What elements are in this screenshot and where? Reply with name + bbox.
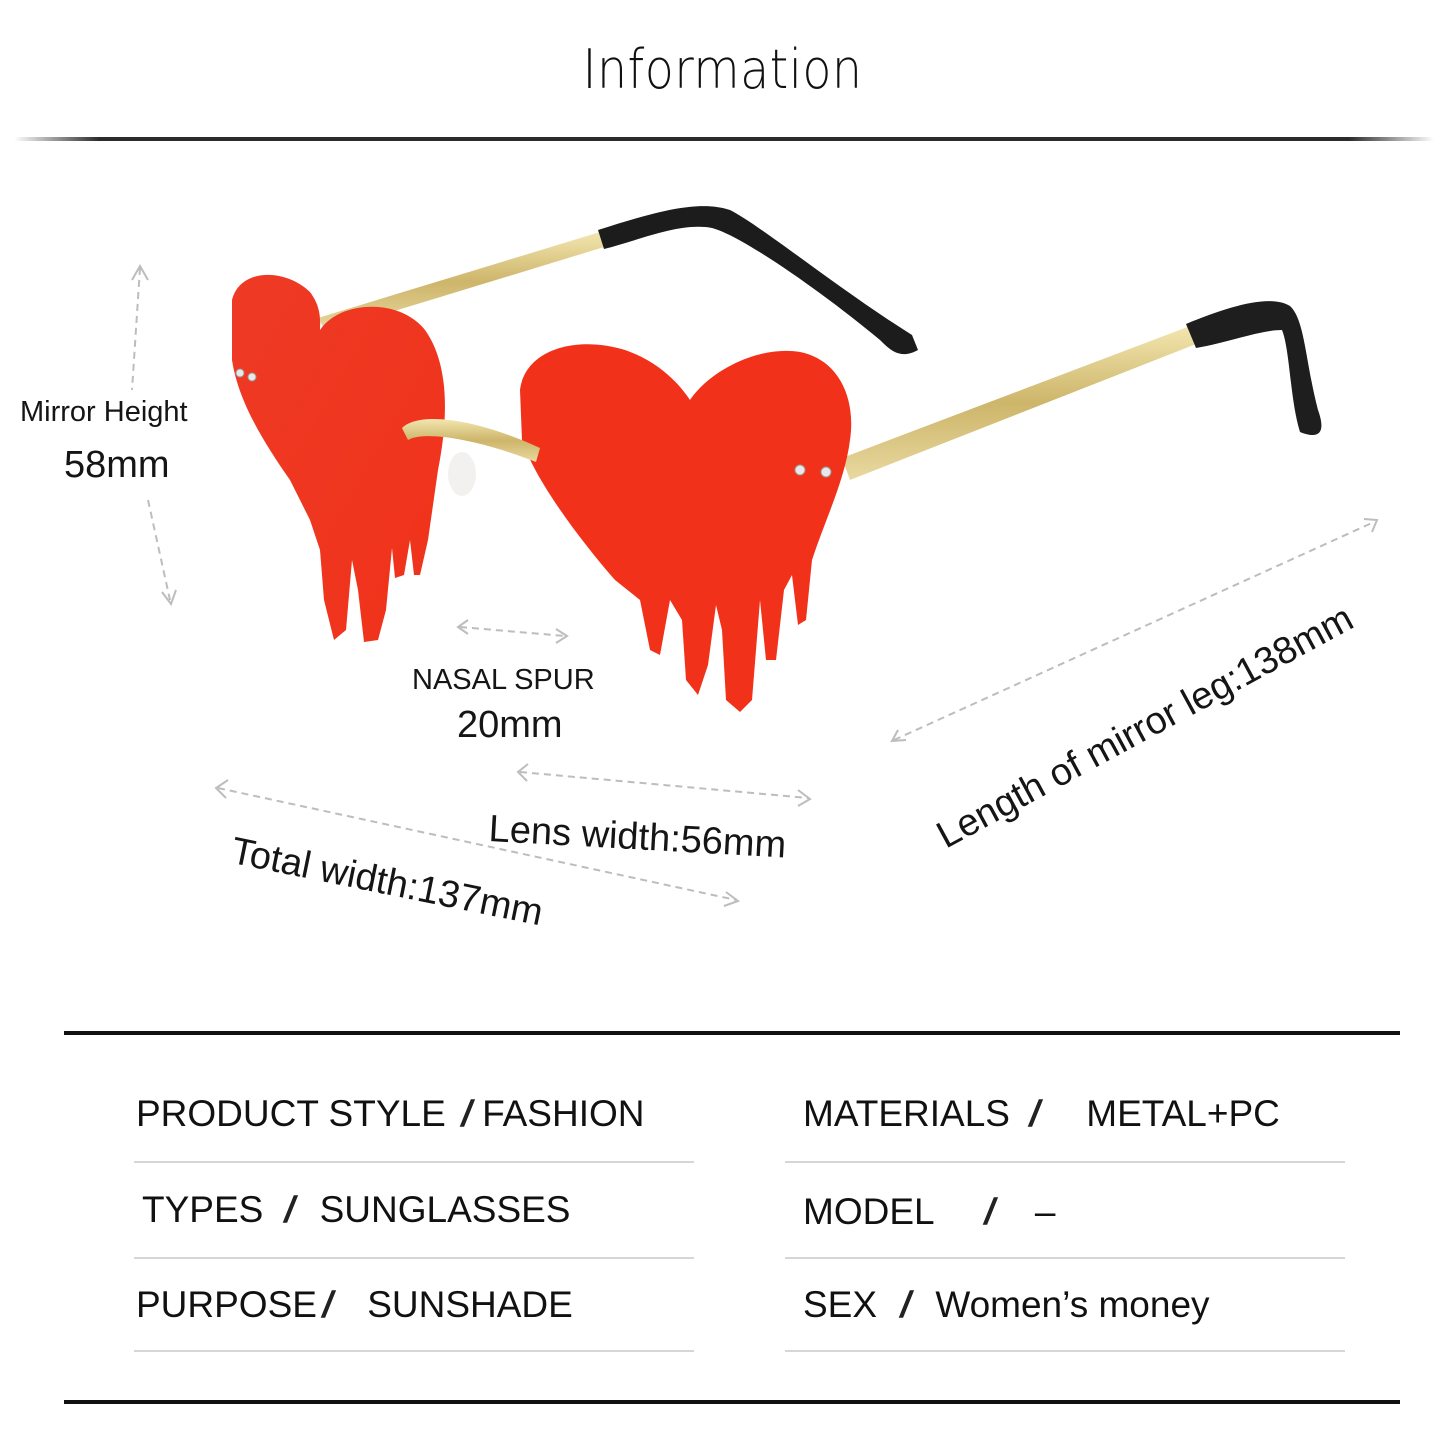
spec-slash: /: [457, 1093, 477, 1134]
spec-slash: /: [980, 1191, 1000, 1232]
spec-key: MATERIALS: [803, 1093, 1010, 1134]
spec-row-purpose: PURPOSE / SUNSHADE: [136, 1275, 573, 1335]
spec-value: FASHION: [482, 1093, 645, 1134]
spec-slash: /: [896, 1284, 916, 1325]
spec-row-types: TYPES / SUNGLASSES: [142, 1180, 570, 1240]
spec-value: –: [1034, 1191, 1056, 1232]
mirror-height-value: 58mm: [64, 444, 170, 486]
nasal-spur-label: NASAL SPUR: [412, 664, 595, 696]
spec-slash: /: [318, 1284, 338, 1325]
heart-sunglasses-image: [131, 206, 1379, 907]
spec-slash: /: [281, 1189, 301, 1230]
spec-slash: /: [1025, 1093, 1045, 1134]
spec-key: PURPOSE: [136, 1284, 317, 1325]
spec-value: SUNGLASSES: [319, 1189, 571, 1230]
spec-key: SEX: [803, 1284, 878, 1325]
spec-divider: [134, 1257, 694, 1259]
spec-row-product-style: PRODUCT STYLE / FASHION: [136, 1084, 644, 1144]
spec-row-model: MODEL / –: [803, 1182, 1055, 1242]
nasal-spur-value: 20mm: [457, 704, 563, 746]
page-title: Information: [582, 38, 863, 101]
spec-value: SUNSHADE: [367, 1284, 573, 1325]
spec-divider: [134, 1161, 694, 1163]
spec-key: TYPES: [142, 1189, 264, 1230]
spec-bottom-rule: [64, 1400, 1400, 1404]
spec-top-rule: [64, 1031, 1400, 1035]
spec-value: METAL+PC: [1086, 1093, 1280, 1134]
mirror-height-label: Mirror Height: [20, 396, 188, 428]
spec-divider: [785, 1350, 1345, 1352]
spec-row-sex: SEX / Women’s money: [803, 1275, 1210, 1335]
spec-value: Women’s money: [935, 1284, 1210, 1325]
spec-key: PRODUCT STYLE: [136, 1093, 446, 1134]
spec-divider: [785, 1257, 1345, 1259]
spec-key: MODEL: [803, 1191, 935, 1232]
spec-row-materials: MATERIALS / METAL+PC: [803, 1084, 1280, 1144]
title-divider: [14, 137, 1434, 141]
spec-divider: [134, 1350, 694, 1352]
spec-divider: [785, 1161, 1345, 1163]
